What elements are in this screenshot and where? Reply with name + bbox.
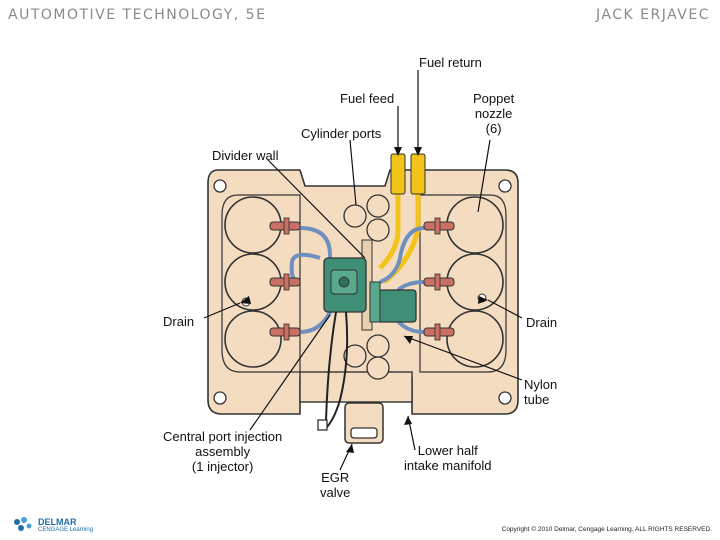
poppet-nozzle-right-2 <box>423 273 455 291</box>
bolt-hole <box>498 179 512 193</box>
label-drain-left: Drain <box>163 314 195 329</box>
label-poppet-nozzle: Poppet nozzle (6) <box>473 91 515 136</box>
leader-cylinder-ports <box>349 139 357 206</box>
injector-wire <box>325 311 337 421</box>
cpi-regulator-plate <box>369 281 381 323</box>
label-lower-half-manifold: Lower half intake manifold <box>404 443 492 473</box>
egr-valve-port <box>350 427 378 439</box>
port-right-1 <box>446 196 504 254</box>
poppet-nozzle-left-3 <box>269 323 301 341</box>
left-runner-outline <box>221 194 301 373</box>
leader-drain-right <box>487 299 523 319</box>
lower-port-3 <box>366 356 390 380</box>
leader-drain-left <box>203 302 241 319</box>
copyright-notice: Copyright © 2010 Delmar, Cengage Learnin… <box>501 526 712 533</box>
poppet-nozzle-left-2 <box>269 273 301 291</box>
poppet-nozzle-right-3 <box>423 323 455 341</box>
upper-port-1 <box>343 204 367 228</box>
upper-port-3 <box>366 218 390 242</box>
fuel-return-fitting <box>410 153 426 195</box>
label-nylon-tube: Nylon tube <box>524 377 558 407</box>
wire-connector <box>317 419 328 431</box>
fuel-feed-fitting <box>390 153 406 195</box>
leader-arrowheads <box>240 147 488 453</box>
nylon-tube <box>379 226 425 284</box>
right-runner-outline <box>419 194 507 373</box>
poppet-nozzle-right-1 <box>423 217 455 235</box>
port-right-2 <box>446 253 504 311</box>
publisher-logo: DELMAR CENGAGE Learning <box>12 516 93 534</box>
port-right-3 <box>446 310 504 368</box>
author-name: JACK ERJAVEC <box>596 7 710 23</box>
book-title: AUTOMOTIVE TECHNOLOGY, 5E <box>8 7 267 23</box>
leader-cpi <box>249 314 331 431</box>
manifold-bottom-tab <box>299 371 413 403</box>
port-left-3 <box>224 310 282 368</box>
label-egr-valve: EGR valve <box>320 470 351 500</box>
leader-poppet <box>477 139 491 213</box>
cpi-injector-bolt <box>338 276 350 288</box>
label-divider-wall: Divider wall <box>212 148 279 163</box>
nylon-tube <box>396 280 425 292</box>
injector-wire <box>325 311 349 429</box>
label-cylinder-ports: Cylinder ports <box>301 126 382 141</box>
bolt-hole <box>213 391 227 405</box>
leader-nylon-tube <box>403 335 523 381</box>
bolt-hole <box>498 391 512 405</box>
bolt-hole <box>213 179 227 193</box>
upper-port-2 <box>366 194 390 218</box>
lower-port-1 <box>343 344 367 368</box>
delmar-logo-icon <box>14 517 32 531</box>
lower-port-2 <box>366 334 390 358</box>
label-cpi-assembly: Central port injection assembly (1 injec… <box>163 429 283 474</box>
label-fuel-return: Fuel return <box>419 55 482 70</box>
logo-sub-text: CENGAGE Learning <box>38 526 94 533</box>
fuel-line-feed <box>378 192 401 270</box>
cpi-regulator <box>377 289 417 323</box>
label-fuel-feed: Fuel feed <box>340 91 395 106</box>
poppet-nozzle-left-1 <box>269 217 301 235</box>
label-drain-right: Drain <box>526 315 558 330</box>
logo-main-text: DELMAR <box>38 516 77 527</box>
leader-divider-wall <box>267 159 366 259</box>
